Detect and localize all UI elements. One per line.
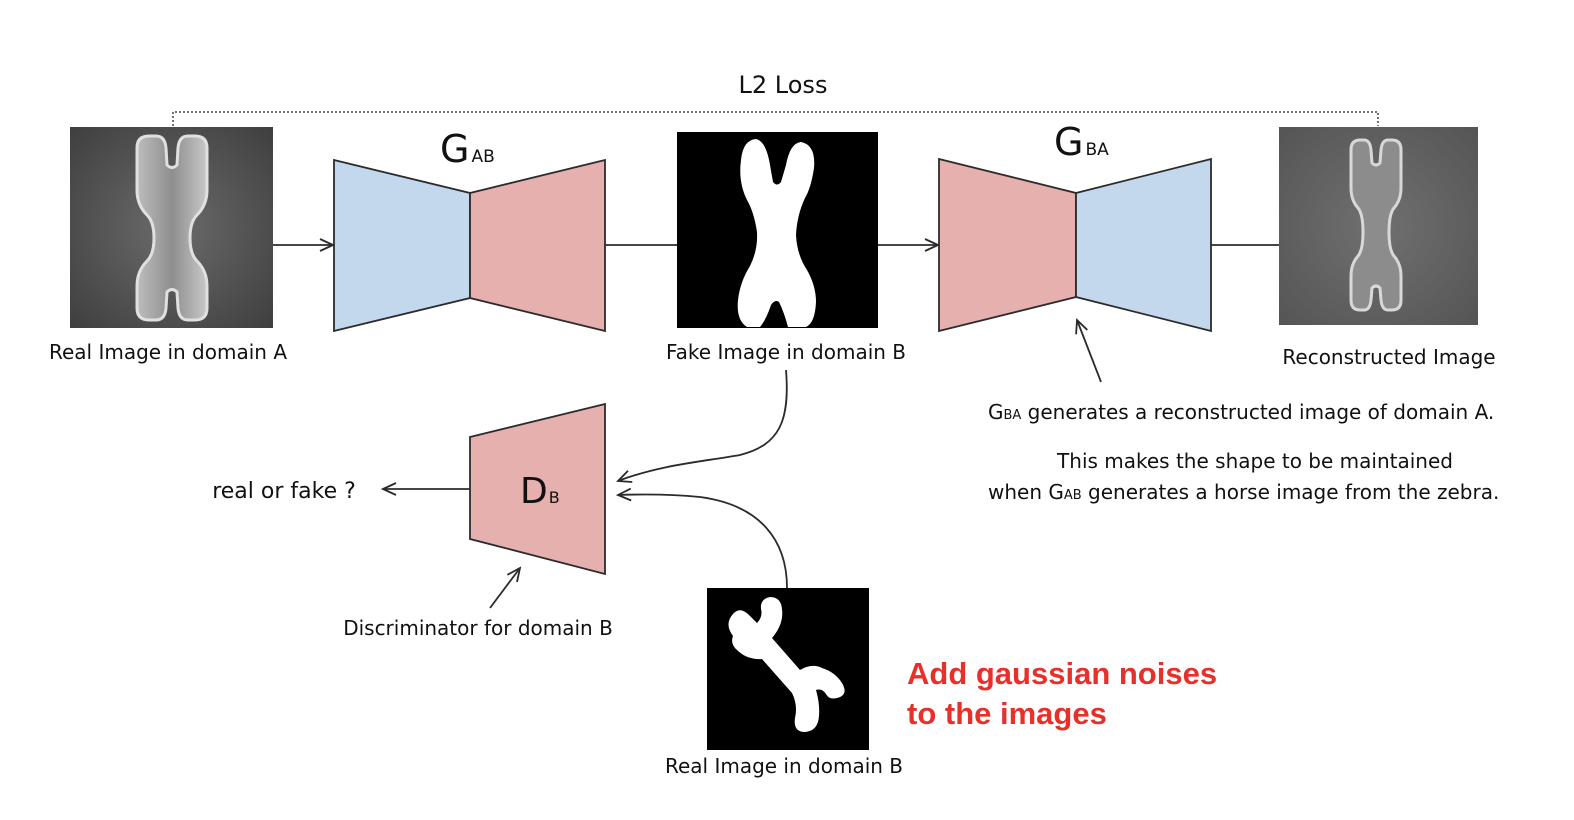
l2-loss-label: L2 Loss xyxy=(739,71,828,99)
generator-gba xyxy=(938,157,1212,333)
arrow-caption-to-discriminator xyxy=(489,568,520,609)
noise-note-line-1: Add gaussian noises xyxy=(907,656,1217,691)
real-image-domain-b-label: Real Image in domain B xyxy=(665,754,903,778)
gba-encoder xyxy=(938,157,1077,333)
gba-decoder xyxy=(1075,157,1212,333)
gab-encoder xyxy=(333,158,471,333)
real-or-fake-label: real or fake ? xyxy=(212,479,356,504)
real-image-domain-b xyxy=(707,588,869,750)
discriminator-caption: Discriminator for domain B xyxy=(343,616,613,640)
explanation-line-1: GBA generates a reconstructed image of d… xyxy=(988,400,1494,424)
explanation-line-2: This makes the shape to be maintained xyxy=(1056,449,1453,473)
noise-note-line-2: to the images xyxy=(907,696,1107,731)
real-image-domain-a xyxy=(70,127,273,328)
generator-gab xyxy=(333,158,606,333)
l2-loss-bracket xyxy=(172,111,1379,126)
fake-image-domain-b xyxy=(677,132,878,328)
arrow-fake-to-discriminator xyxy=(618,369,788,481)
real-image-domain-a-label: Real Image in domain A xyxy=(49,340,287,364)
explanation-line-3: when GAB generates a horse image from th… xyxy=(988,480,1499,504)
gab-decoder xyxy=(469,158,606,333)
discriminator-label: DB xyxy=(520,471,560,512)
fake-image-domain-b-label: Fake Image in domain B xyxy=(666,340,906,364)
reconstructed-image xyxy=(1279,127,1478,325)
explanation-text: GBA generates a reconstructed image of d… xyxy=(988,400,1499,504)
discriminator-db xyxy=(469,402,606,576)
arrow-real-b-to-discriminator xyxy=(618,494,788,589)
arrow-explanation-to-gba xyxy=(1077,320,1102,383)
reconstructed-image-label: Reconstructed Image xyxy=(1282,345,1495,369)
